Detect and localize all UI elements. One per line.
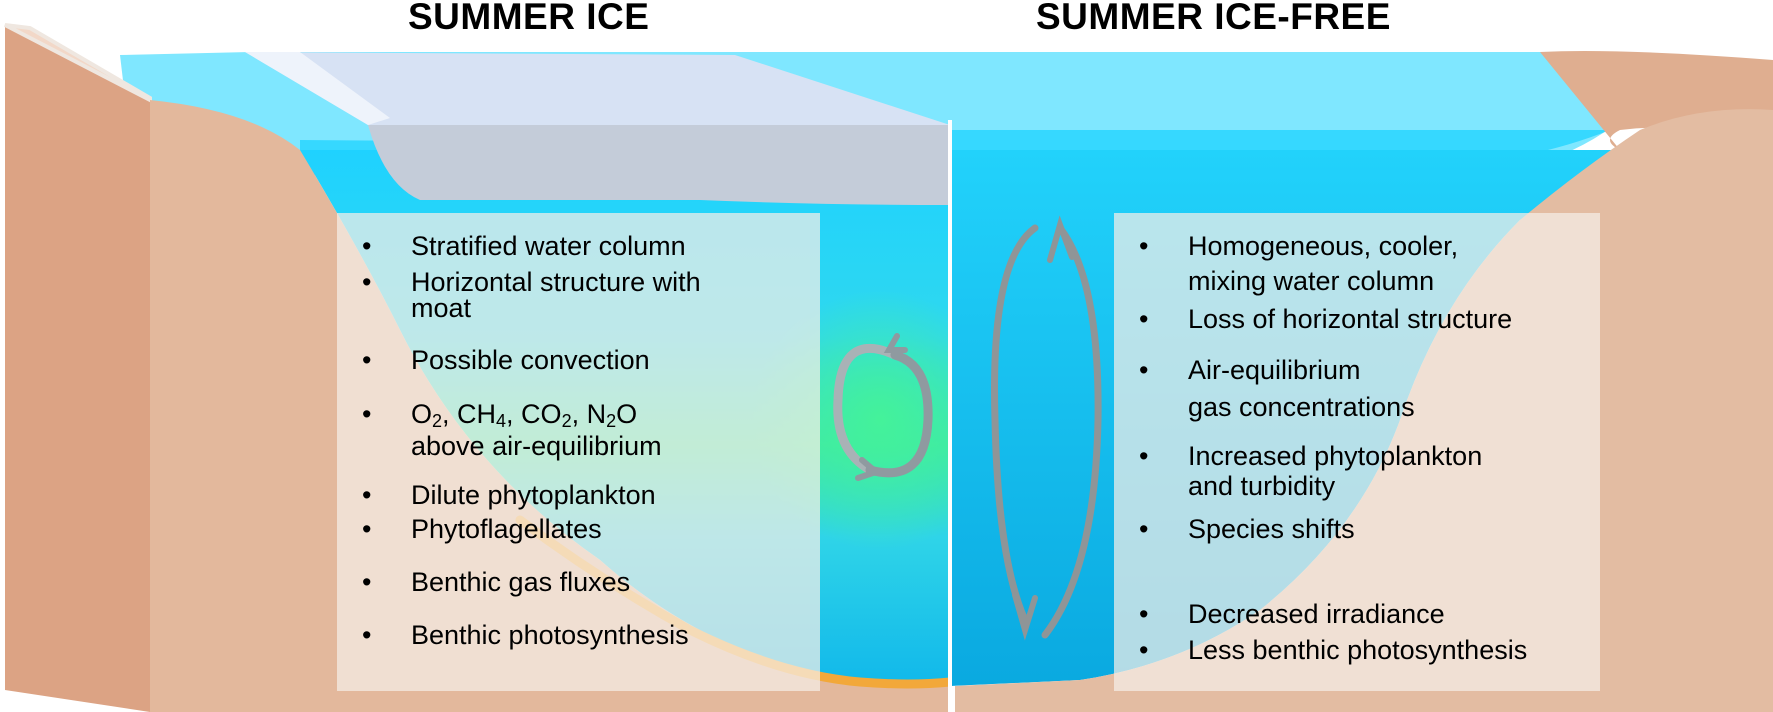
mixing-arrows xyxy=(991,215,1102,641)
left-sediment-top xyxy=(4,23,152,104)
ice-top-highlight xyxy=(245,52,390,125)
ice-side xyxy=(368,125,950,205)
title-summer-ice: SUMMER ICE xyxy=(408,0,650,37)
left-info-box xyxy=(337,213,820,691)
title-summer-ice-free: SUMMER ICE-FREE xyxy=(1036,0,1391,37)
right-info-box xyxy=(1114,213,1600,691)
left-sediment-wall xyxy=(5,25,150,712)
ice-top xyxy=(245,52,950,125)
convection-arrows xyxy=(833,333,933,481)
